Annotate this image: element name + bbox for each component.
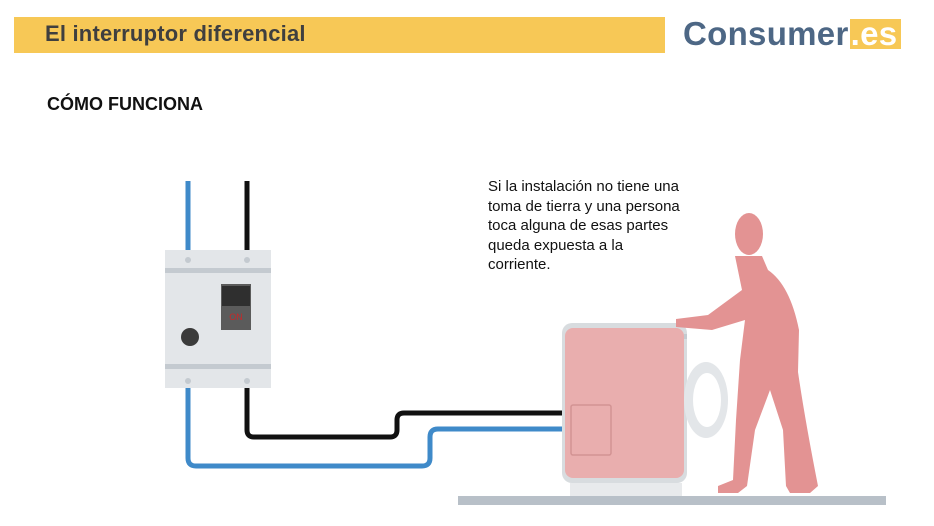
wires [185,181,584,469]
floor-line [458,496,886,505]
consumer-logo: Consumer.es [683,15,902,53]
logo-suffix: .es [849,17,902,50]
blue-wire [185,181,584,469]
logo-main: Consumer [683,15,849,52]
switch-on-label: ON [229,312,243,322]
page-title: El interruptor diferencial [45,21,306,46]
black-wire [244,181,584,440]
person-icon [676,213,818,493]
washing-machine-icon [562,323,728,496]
section-heading: CÓMO FUNCIONA [47,94,203,114]
differential-breaker-icon: ON [165,250,271,388]
annotation-text: Si la instalación no tiene una toma de t… [488,178,680,274]
title-bar [14,17,665,53]
